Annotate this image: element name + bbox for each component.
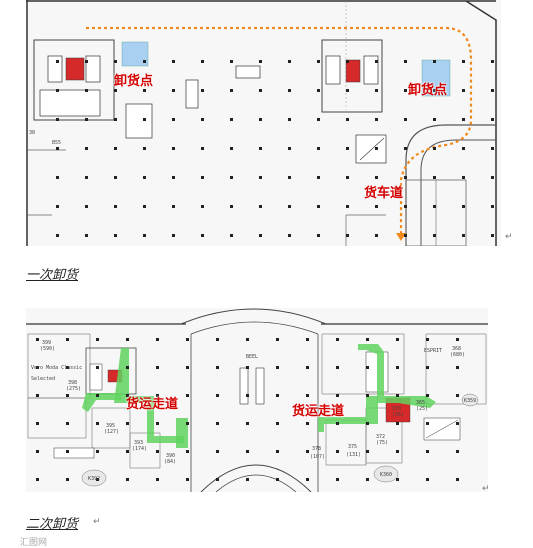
- unit-393: 393: [134, 440, 144, 446]
- unit-390: 390: [166, 453, 176, 459]
- unit-398-area: (275): [66, 386, 82, 392]
- unit-398: 398: [68, 380, 78, 386]
- kiosk-k360: K360: [380, 472, 393, 478]
- unit-365-area: (25): [416, 406, 429, 412]
- unit-370-area: (35): [392, 412, 405, 418]
- unload-point-label-left: 卸货点: [114, 74, 154, 89]
- caption-second-unloading: 二次卸货: [26, 517, 79, 532]
- unit-375-area: (131): [346, 452, 362, 458]
- unit-368-area: (680): [450, 352, 466, 358]
- unload-point-label-right: 卸货点: [408, 83, 448, 98]
- unit-399-area: (590): [40, 346, 56, 352]
- floor-plan-first-unloading: 38 B55 卸货点 卸货点 货车道: [26, 0, 501, 246]
- tenant-vero-moda: Vero Moda Classic: [31, 365, 83, 371]
- unit-393-area: (174): [132, 446, 148, 452]
- tenant-selected: Selected: [31, 376, 56, 382]
- paragraph-mark: ↵: [93, 517, 101, 527]
- unit-378-area: (107): [310, 454, 326, 460]
- unit-372-area: (75): [376, 440, 389, 446]
- truck-lane-label: 货车道: [364, 186, 404, 201]
- atrium-label: BEEL: [246, 354, 259, 360]
- kiosk-k392: K392: [88, 476, 101, 482]
- freight-corridor-label-left: 货运走道: [126, 397, 179, 412]
- kiosk-k359: K359: [464, 398, 477, 404]
- floor-plan-second-unloading: 399 (590) Vero Moda Classic Selected 398…: [26, 308, 488, 492]
- room-id-38: 38: [29, 130, 36, 136]
- freight-corridor-label-right: 货运走道: [292, 404, 345, 419]
- unit-378: 378: [312, 446, 322, 452]
- unit-395: 395: [106, 423, 116, 429]
- tenant-esprit: ESPRIT: [424, 348, 443, 354]
- unit-370: 370: [392, 406, 402, 412]
- plan-2-drawing: [26, 308, 488, 492]
- paragraph-mark: ↵: [505, 232, 513, 242]
- caption-first-unloading: 一次卸货: [26, 268, 79, 283]
- unit-368: 368: [452, 346, 462, 352]
- room-id-b55: B55: [52, 140, 62, 146]
- plan-1-drawing: [26, 0, 501, 246]
- unit-399: 399: [42, 340, 52, 346]
- paragraph-mark: ↵: [482, 484, 490, 494]
- unit-390-area: (84): [164, 459, 177, 465]
- unit-395-area: (127): [104, 429, 120, 435]
- watermark: 汇图网: [20, 538, 48, 548]
- unit-365: 365: [416, 400, 426, 406]
- unit-375: 375: [348, 444, 358, 450]
- unit-372: 372: [376, 434, 386, 440]
